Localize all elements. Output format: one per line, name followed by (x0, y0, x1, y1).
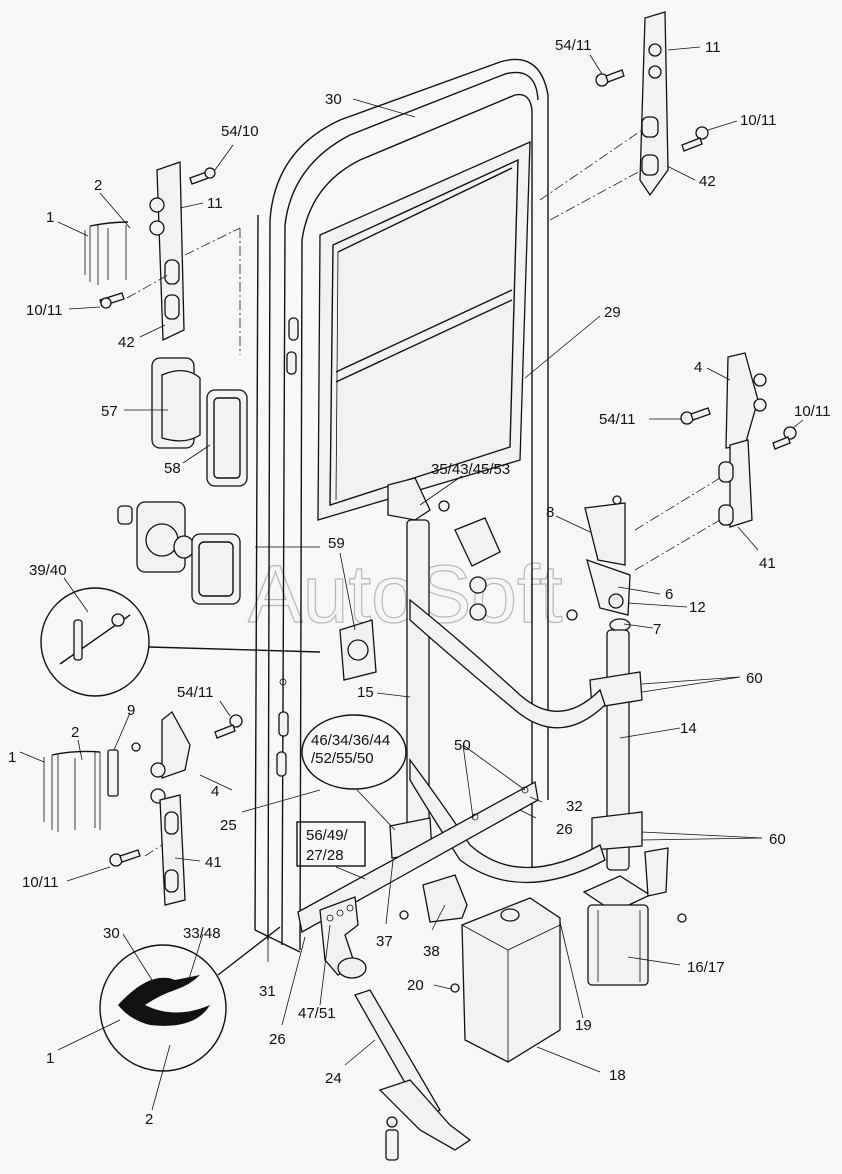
callout-group-46-line1: 46/34/36/44 (311, 732, 390, 749)
cover-38 (399, 874, 468, 923)
hinge-bottom-left (109, 711, 243, 906)
bracket-35-43-45-53 (387, 477, 501, 621)
callout-7: 7 (653, 621, 661, 638)
callout-6: 6 (665, 586, 673, 603)
callout-10-11: 10/11 (22, 874, 58, 891)
callout-group-ellipse (301, 714, 407, 790)
callout-26: 26 (269, 1031, 286, 1048)
callout-57: 57 (101, 403, 118, 420)
callout-9: 9 (127, 702, 135, 719)
callout-2: 2 (94, 177, 102, 194)
gasket-lock (191, 533, 241, 605)
callout-11: 11 (705, 39, 721, 56)
callout-37: 37 (376, 933, 393, 950)
striker-plate-9 (107, 742, 141, 797)
window-frame (317, 140, 531, 521)
callout-58: 58 (164, 460, 181, 477)
seal-profile-mid (43, 750, 101, 832)
callout-33-48: 33/48 (183, 925, 221, 942)
callout-29: 29 (604, 304, 621, 321)
strut-24 (337, 957, 472, 1161)
callout-35-43-45-53: 35/43/45/53 (431, 461, 510, 478)
callout-group-box (296, 821, 366, 867)
hinge-top-left (99, 161, 241, 355)
lock-cylinder (117, 501, 195, 573)
callout-1: 1 (8, 749, 16, 766)
callout-20: 20 (407, 977, 424, 994)
callout-16-17: 16/17 (687, 959, 725, 976)
column-14 (589, 618, 643, 871)
detail-circle-39-40 (40, 587, 321, 697)
cover-plate-59 (255, 546, 377, 681)
callout-2: 2 (145, 1111, 153, 1128)
callout-26: 26 (556, 821, 573, 838)
callout-54-10: 54/10 (221, 123, 259, 140)
callout-54-11: 54/11 (177, 684, 213, 701)
handle-57 (151, 357, 201, 449)
actuator-16-17 (582, 847, 687, 986)
door-slots (276, 317, 299, 777)
leader-lines (19, 46, 804, 1111)
callout-54-11: 54/11 (599, 411, 635, 428)
callout-2: 2 (71, 724, 79, 741)
callout-60: 60 (746, 670, 763, 687)
callout-10-11: 10/11 (26, 302, 62, 319)
callout-39-40: 39/40 (29, 562, 67, 579)
callout-30: 30 (103, 925, 120, 942)
callout-1: 1 (46, 209, 54, 226)
detail-circle-seal (99, 926, 281, 1072)
callout-38: 38 (423, 943, 440, 960)
hinge-top-right (539, 11, 709, 221)
callout-group-56-line1: 56/49/ (306, 827, 349, 844)
callout-labels: 30 54/10 2 11 1 10/11 42 54/11 11 10/11 … (8, 37, 830, 1128)
callout-24: 24 (325, 1070, 342, 1087)
callout-10-11: 10/11 (794, 403, 830, 420)
callout-31: 31 (259, 983, 276, 1000)
callout-41: 41 (205, 854, 222, 871)
callout-60: 60 (769, 831, 786, 848)
hinge-right-mid (634, 352, 797, 571)
bracket-8 (584, 495, 626, 566)
seal-profile-top (84, 221, 129, 285)
arm-upper (409, 598, 606, 729)
callout-12: 12 (689, 599, 706, 616)
callout-8: 8 (546, 504, 554, 521)
callout-54-11: 54/11 (555, 37, 591, 54)
callout-19: 19 (575, 1017, 592, 1034)
callout-42: 42 (699, 173, 716, 190)
callout-50: 50 (454, 737, 471, 754)
callout-59: 59 (328, 535, 345, 552)
callout-10-11: 10/11 (740, 112, 776, 129)
bracket-6 (566, 558, 631, 621)
watermark: AutoSoft (248, 549, 563, 640)
callout-11: 11 (207, 195, 223, 212)
door-panel (254, 58, 549, 953)
callout-25: 25 (220, 817, 237, 834)
callout-1: 1 (46, 1050, 54, 1067)
callout-30: 30 (325, 91, 342, 108)
callout-14: 14 (680, 720, 697, 737)
callout-4: 4 (211, 783, 219, 800)
callout-41: 41 (759, 555, 776, 572)
housing-18 (450, 897, 561, 1063)
arm-lower (409, 758, 606, 884)
callout-4: 4 (694, 359, 702, 376)
callout-32: 32 (566, 798, 583, 815)
link-plate-47-51 (319, 896, 359, 976)
callout-42: 42 (118, 334, 135, 351)
callout-18: 18 (609, 1067, 626, 1084)
callout-15: 15 (357, 684, 374, 701)
callout-group-46-line2: /52/55/50 (311, 750, 374, 767)
callout-group-56-line2: 27/28 (306, 847, 344, 864)
gasket-58 (206, 389, 248, 487)
callout-47-51: 47/51 (298, 1005, 336, 1022)
